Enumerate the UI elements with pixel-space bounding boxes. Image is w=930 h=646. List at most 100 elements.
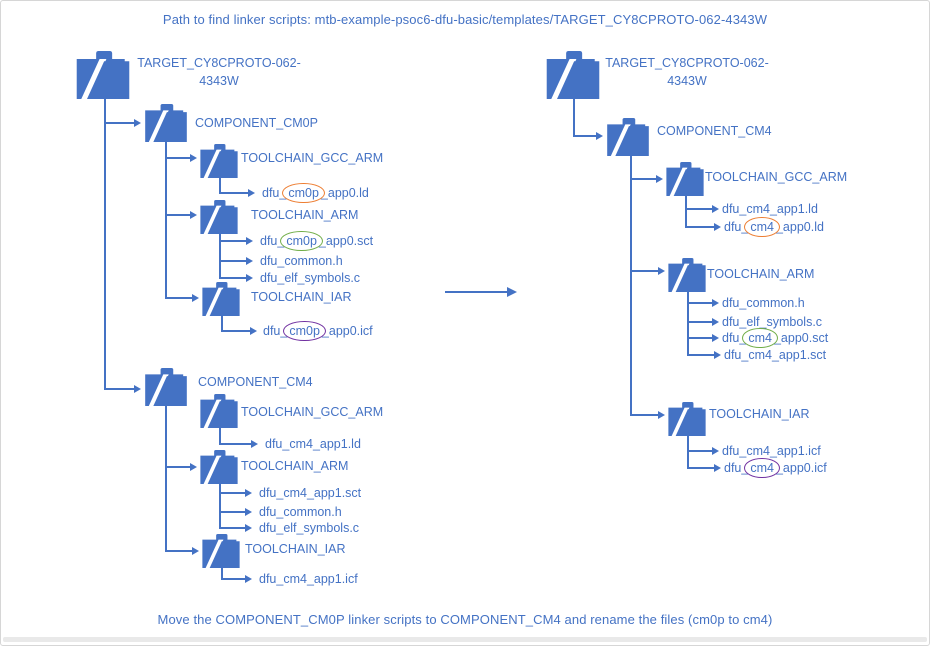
file-label-prefix: dfu_ xyxy=(262,186,287,200)
connector-arrowhead-icon xyxy=(712,205,719,213)
connector-arrowhead-icon xyxy=(246,274,253,282)
tree-connector-line xyxy=(219,192,248,194)
tree-connector-line xyxy=(573,135,596,137)
file-label-prefix: dfu_ xyxy=(722,331,747,345)
folder-icon xyxy=(665,402,709,441)
highlight-ellipse-orange xyxy=(744,217,780,237)
root-label-line2: 4343W xyxy=(667,74,707,88)
tree-connector-line xyxy=(104,388,134,390)
tree-connector-line xyxy=(219,527,245,529)
connector-arrowhead-icon xyxy=(134,385,141,393)
connector-arrowhead-icon xyxy=(712,334,719,342)
tree-connector-line xyxy=(219,484,221,528)
tree-connector-line xyxy=(573,99,575,136)
transform-arrow-line xyxy=(445,291,507,293)
tree-connector-line xyxy=(219,240,246,242)
tree-connector-line xyxy=(221,578,245,580)
connector-arrowhead-icon xyxy=(712,299,719,307)
tree-connector-line xyxy=(687,436,689,468)
connector-arrowhead-icon xyxy=(712,318,719,326)
file-label: dfu_cm0p_app0.ld xyxy=(262,183,369,203)
folder-icon xyxy=(197,450,241,489)
file-label-suffix: _app0.ld xyxy=(775,220,824,234)
tree-connector-line xyxy=(630,270,658,272)
connector-arrowhead-icon xyxy=(245,489,252,497)
file-label: dfu_elf_symbols.c xyxy=(260,271,361,285)
folder-label: COMPONENT_CM4 xyxy=(198,375,313,389)
connector-arrowhead-icon xyxy=(245,575,252,583)
folder-icon xyxy=(197,394,241,433)
connector-arrowhead-icon xyxy=(658,411,665,419)
tree-connector-line xyxy=(104,122,134,124)
connector-arrowhead-icon xyxy=(192,294,199,302)
connector-arrowhead-icon xyxy=(596,132,603,140)
file-label-suffix: _app0.icf xyxy=(775,461,827,475)
file-label-prefix: dfu_ xyxy=(260,234,285,248)
folder-label: TARGET_CY8CPROTO-062- 4343W xyxy=(599,54,775,90)
folder-icon xyxy=(603,118,653,161)
file-label: dfu_elf_symbols.c xyxy=(722,315,823,329)
file-label: dfu_cm4_app1.ld xyxy=(265,437,361,451)
folder-label: TOOLCHAIN_ARM xyxy=(251,208,359,222)
tree-connector-line xyxy=(687,337,712,339)
file-label: dfu_cm4_app0.sct xyxy=(722,328,828,348)
connector-arrowhead-icon xyxy=(714,464,721,472)
folder-label: TOOLCHAIN_IAR xyxy=(245,542,346,556)
connector-arrowhead-icon xyxy=(190,463,197,471)
file-label: dfu_cm4_app0.icf xyxy=(724,458,827,478)
tree-connector-line xyxy=(221,330,250,332)
tree-connector-line xyxy=(219,511,245,513)
folder-label: TARGET_CY8CPROTO-062-4343W xyxy=(131,54,307,90)
tree-connector-line xyxy=(687,467,714,469)
file-label-suffix: _app0.ld xyxy=(320,186,369,200)
tree-connector-line xyxy=(219,428,221,444)
file-label: dfu_cm4_app1.icf xyxy=(259,572,358,586)
folder-icon xyxy=(141,104,191,147)
folder-icon xyxy=(663,162,707,201)
connector-arrowhead-icon xyxy=(658,267,665,275)
tree-connector-line xyxy=(630,414,658,416)
folder-icon xyxy=(665,258,709,297)
root-label-line1: TARGET_CY8CPROTO-062- xyxy=(605,56,769,70)
tree-connector-line xyxy=(219,443,251,445)
file-label: dfu_common.h xyxy=(260,254,343,268)
connector-arrowhead-icon xyxy=(190,211,197,219)
connector-arrowhead-icon xyxy=(712,447,719,455)
highlight-ellipse-purple xyxy=(744,458,780,478)
tree-connector-line xyxy=(219,178,221,193)
connector-arrowhead-icon xyxy=(714,223,721,231)
tree-connector-line xyxy=(165,157,190,159)
connector-arrowhead-icon xyxy=(246,257,253,265)
file-label: dfu_cm4_app1.sct xyxy=(259,486,362,500)
folder-label: TOOLCHAIN_GCC_ARM xyxy=(241,405,384,419)
file-label-prefix: dfu_ xyxy=(724,461,749,475)
file-label-circled-word: cm4 xyxy=(742,328,778,348)
file-label-prefix: dfu_ xyxy=(724,220,749,234)
tree-connector-line xyxy=(685,196,687,227)
file-label: dfu_common.h xyxy=(722,296,805,310)
highlight-ellipse-green xyxy=(742,328,778,348)
connector-arrowhead-icon xyxy=(245,524,252,532)
tree-connector-line xyxy=(221,316,223,331)
tree-connector-line xyxy=(219,492,245,494)
folder-icon xyxy=(71,51,135,104)
folder-label: TOOLCHAIN_ARM xyxy=(241,459,349,473)
tree-connector-line xyxy=(165,142,167,298)
folder-icon xyxy=(197,200,241,239)
connector-arrowhead-icon xyxy=(246,237,253,245)
file-label: dfu_common.h xyxy=(259,505,342,519)
tree-connector-line xyxy=(165,550,192,552)
root-label-line1: TARGET_CY8CPROTO-062- xyxy=(137,56,301,70)
tree-connector-line xyxy=(630,178,656,180)
file-label-circled-word: cm4 xyxy=(744,458,780,478)
folder-icon xyxy=(197,144,241,183)
tree-connector-line xyxy=(685,226,714,228)
connector-arrowhead-icon xyxy=(714,351,721,359)
file-label-circled-word: cm4 xyxy=(744,217,780,237)
tree-connector-line xyxy=(165,406,167,551)
tree-connector-line xyxy=(687,302,712,304)
tree-connector-line xyxy=(687,321,712,323)
